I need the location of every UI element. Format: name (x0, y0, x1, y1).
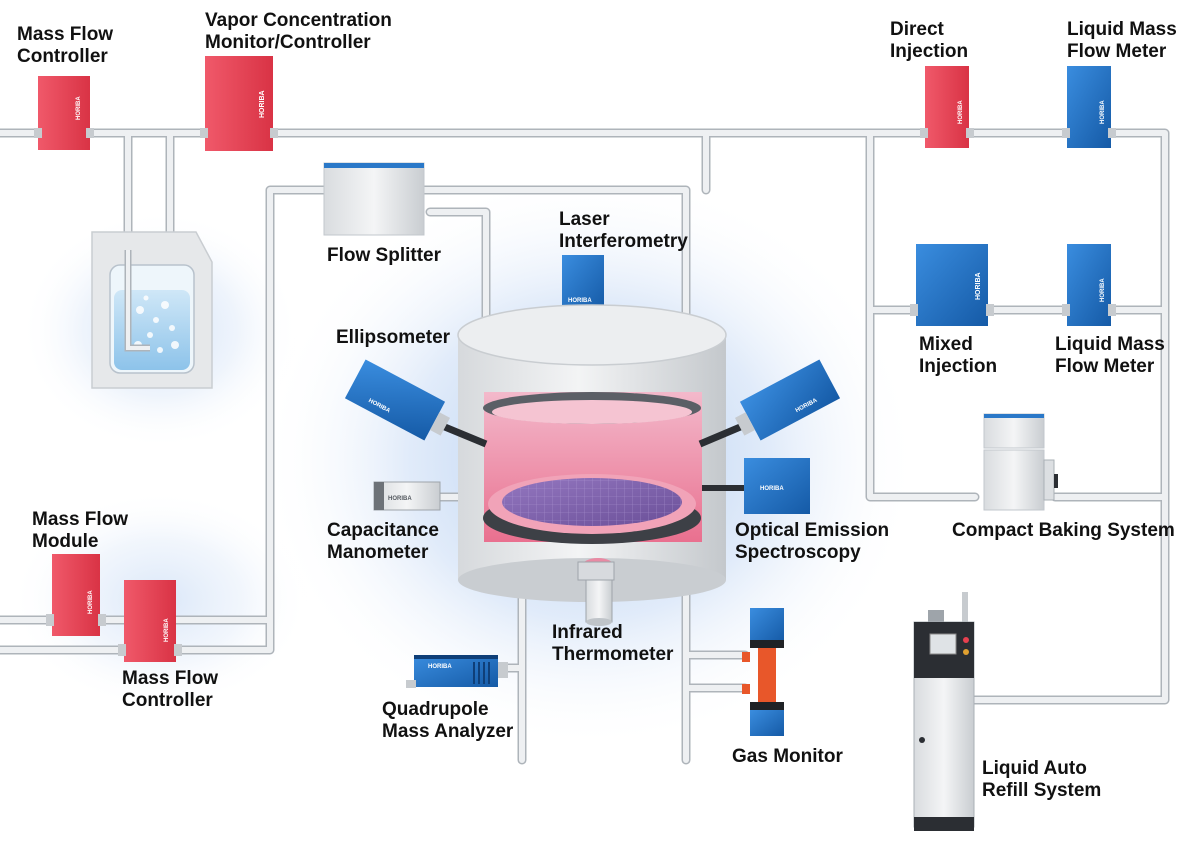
gas-lines (0, 128, 1170, 765)
mixed-injection-device[interactable]: HORIBA (910, 244, 994, 326)
label-flow-splitter: Flow Splitter (327, 245, 441, 266)
label-capacitance-manometer: Capacitance Manometer (327, 520, 439, 563)
brand-mark: HORIBA (760, 486, 784, 492)
process-chamber (457, 304, 727, 602)
compact-baking-system-device[interactable] (983, 413, 1058, 511)
label-vapor-concentration-controller: Vapor Concentration Monitor/Controller (205, 10, 392, 53)
label-compact-baking-system: Compact Baking System (952, 520, 1175, 541)
brand-mark: HORIBA (164, 618, 170, 642)
label-optical-emission-spectroscopy: Optical Emission Spectroscopy (735, 520, 890, 563)
capacitance-manometer-device[interactable]: HORIBA (373, 481, 441, 511)
label-mass-flow-controller-bottom: Mass Flow Controller (122, 668, 219, 711)
liquid-auto-refill-system-device[interactable] (913, 592, 975, 831)
infrared-thermometer-device[interactable] (577, 561, 615, 626)
liquid-mass-flow-meter-mid[interactable]: HORIBA (1062, 244, 1116, 326)
label-liquid-mass-flow-meter-mid: Liquid Mass Flow Meter (1055, 334, 1165, 377)
label-mixed-injection: Mixed Injection (919, 334, 998, 377)
vapor-concentration-controller[interactable]: HORIBA (200, 56, 278, 151)
label-infrared-thermometer: Infrared Thermometer (552, 622, 674, 665)
quadrupole-mass-analyzer-device[interactable]: HORIBA (406, 655, 508, 688)
oes-device[interactable]: HORIBA (702, 458, 810, 514)
label-gas-monitor: Gas Monitor (732, 746, 843, 767)
flow-splitter-device[interactable] (323, 162, 425, 236)
brand-mark: HORIBA (388, 496, 412, 502)
label-liquid-auto-refill-system: Liquid Auto Refill System (982, 758, 1102, 801)
direct-injection-device[interactable]: HORIBA (920, 66, 974, 148)
brand-mark: HORIBA (958, 100, 964, 124)
label-quadrupole-mass-analyzer: Quadrupole Mass Analyzer (382, 699, 514, 742)
mass-flow-controller-top[interactable]: HORIBA (34, 76, 94, 150)
brand-mark: HORIBA (88, 590, 94, 614)
brand-mark: HORIBA (975, 272, 982, 300)
brand-mark: HORIBA (428, 664, 452, 670)
ellipsometer-device[interactable]: HORIBA (344, 359, 488, 448)
label-laser-interferometry: Laser Interferometry (559, 209, 688, 252)
gas-monitor-device[interactable] (742, 608, 784, 736)
mass-flow-controller-bottom[interactable]: HORIBA (118, 580, 182, 662)
label-mass-flow-module: Mass Flow Module (32, 509, 129, 552)
brand-mark: HORIBA (259, 90, 266, 118)
brand-mark: HORIBA (568, 298, 592, 304)
label-direct-injection: Direct Injection (890, 19, 969, 62)
brand-mark: HORIBA (76, 96, 82, 120)
liquid-mass-flow-meter-top[interactable]: HORIBA (1062, 66, 1116, 148)
brand-mark: HORIBA (1100, 278, 1106, 302)
label-ellipsometer: Ellipsometer (336, 327, 451, 348)
ellipsometer-receiver-device[interactable]: HORIBA (698, 359, 841, 448)
label-mass-flow-controller-top: Mass Flow Controller (17, 24, 114, 67)
mass-flow-module-device[interactable]: HORIBA (46, 554, 106, 636)
brand-mark: HORIBA (1100, 100, 1106, 124)
liquid-source-bottle (91, 231, 213, 389)
label-liquid-mass-flow-meter-top: Liquid Mass Flow Meter (1067, 19, 1177, 62)
